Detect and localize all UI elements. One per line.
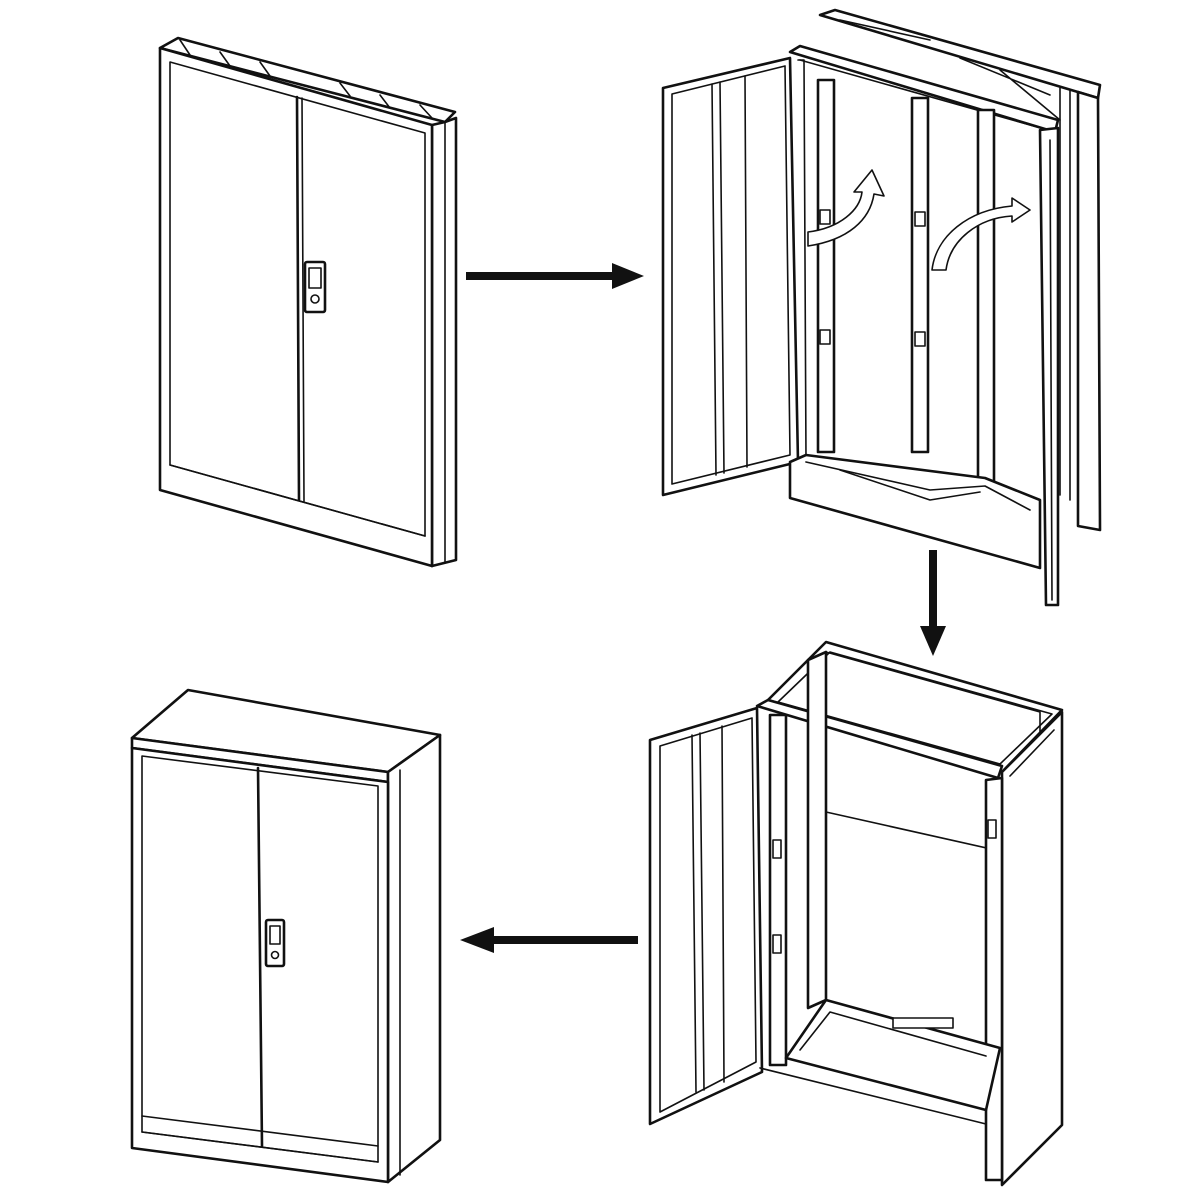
step-4-assembled-cabinet <box>130 688 442 1184</box>
arrow-left-icon <box>460 927 638 953</box>
step-1-folded-cabinet <box>158 36 458 568</box>
arrow-down-icon <box>920 550 946 656</box>
step-3-unfolded-cabinet <box>648 640 1064 1187</box>
arrow-right-icon <box>466 263 644 289</box>
step-2-unfolding-cabinet <box>661 8 1102 607</box>
